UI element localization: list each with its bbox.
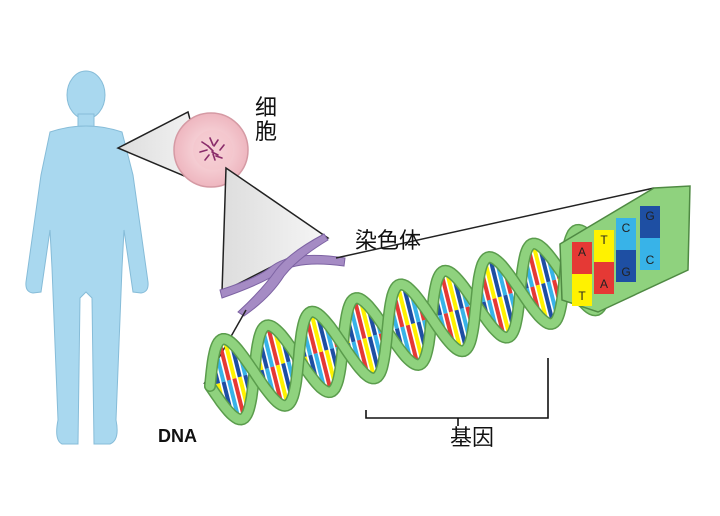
base-top-letter: A — [578, 245, 586, 259]
gene-bracket — [366, 358, 548, 418]
cell-label-line1: 细 — [255, 97, 283, 121]
base-top-letter: T — [600, 233, 608, 247]
base-bottom-letter: A — [600, 277, 608, 291]
base-top-letter: C — [622, 221, 631, 235]
base-bottom-letter: G — [621, 265, 630, 279]
cell-label: 细 胞 — [255, 97, 283, 145]
human-figure — [26, 71, 148, 444]
cell-label-line2: 胞 — [255, 121, 283, 145]
gene-label: 基因 — [450, 427, 494, 451]
base-bottom-letter: C — [646, 253, 655, 267]
base-bottom-letter: T — [578, 289, 586, 303]
dna-label: DNA — [158, 426, 197, 447]
base-top-letter: G — [645, 209, 654, 223]
chromosome-label: 染色体 — [355, 230, 421, 254]
